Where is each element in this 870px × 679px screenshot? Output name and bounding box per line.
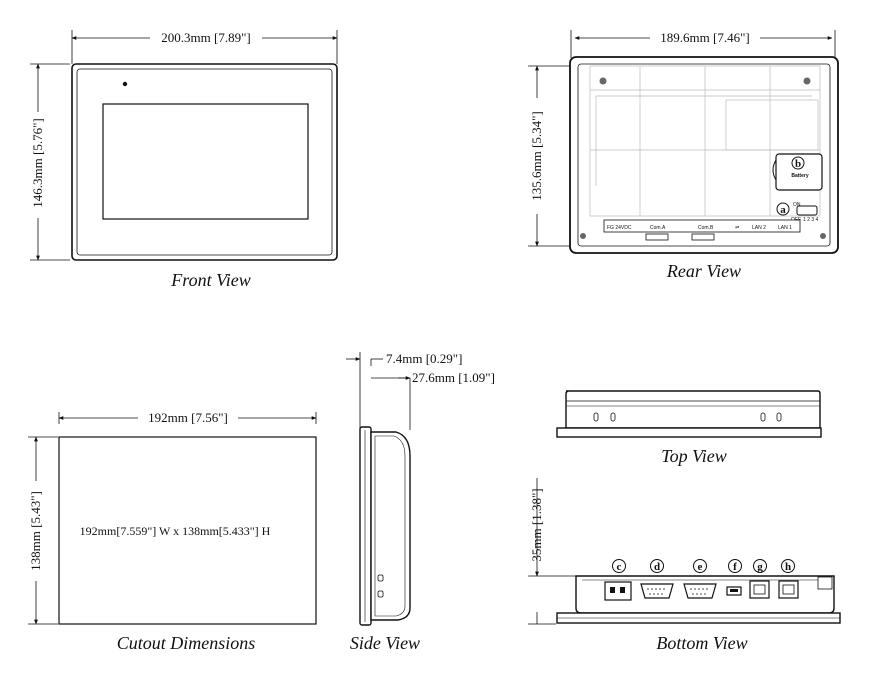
side-front-dim: 7.4mm [0.29"]	[386, 351, 462, 366]
cutout-rect	[58, 436, 317, 625]
cutout-width-dim: 192mm [7.56"]	[148, 410, 228, 425]
rear-view: 189.6mm [7.46"] 135.6mm [5.34"] b B	[528, 30, 839, 281]
front-caption: Front View	[170, 270, 251, 290]
side-housing	[370, 431, 411, 621]
front-height-dim: 146.3mm [5.76"]	[30, 118, 45, 207]
callout-d-icon: d	[650, 559, 664, 573]
usb-icon: ⇌	[735, 225, 739, 231]
svg-text:b: b	[795, 158, 801, 170]
battery-label: Battery	[791, 173, 808, 179]
rear-width-dim: 189.6mm [7.46"]	[660, 30, 749, 45]
svg-text:f: f	[733, 561, 737, 573]
bottom-caption: Bottom View	[656, 633, 747, 653]
rear-screw-icon	[803, 77, 811, 85]
rear-screw-icon	[820, 233, 826, 239]
callout-b-icon	[791, 156, 805, 170]
side-caption: Side View	[350, 633, 420, 653]
cutout-view: 192mm [7.56"] 138mm [5.43"] 192mm[7.559"…	[28, 410, 317, 653]
svg-text:ON: ON	[793, 202, 801, 208]
rear-screw-icon	[580, 233, 586, 239]
svg-text:FG 24VDC: FG 24VDC	[607, 225, 632, 231]
front-width-dim: 200.3mm [7.89"]	[161, 30, 250, 45]
lan1-port	[778, 580, 799, 599]
side-bezel	[359, 426, 372, 626]
svg-text:g: g	[757, 561, 763, 573]
top-housing	[565, 390, 821, 429]
dip-switch	[796, 205, 818, 216]
rear-height-dim: 135.6mm [5.34"]	[529, 111, 544, 200]
rear-screw-icon	[599, 77, 607, 85]
battery-cover	[775, 153, 823, 191]
bottom-height-dim: 35mm [1.38"]	[529, 488, 544, 561]
cutout-height-dim: 138mm [5.43"]	[28, 491, 43, 571]
callout-g-icon: g	[753, 559, 767, 573]
side-view: 7.4mm [0.29"] 27.6mm [1.09"] Side View	[346, 351, 495, 653]
svg-text:a: a	[780, 204, 786, 216]
top-bezel	[556, 427, 822, 438]
svg-text:e: e	[698, 561, 703, 573]
svg-text:1 2 3 4: 1 2 3 4	[803, 217, 819, 223]
cutout-caption: Cutout Dimensions	[117, 633, 256, 653]
cutout-spec: 192mm[7.559"] W x 138mm[5.433"] H	[80, 524, 271, 538]
power-terminal-port	[604, 581, 632, 601]
power-led-icon	[122, 81, 128, 87]
com-b-port	[683, 583, 717, 599]
callout-a-icon	[776, 202, 790, 216]
svg-text:LAN 1: LAN 1	[778, 225, 792, 231]
bottom-view: 35mm [1.38"] c d	[528, 478, 841, 653]
rear-caption: Rear View	[666, 261, 741, 281]
svg-text:Com.B: Com.B	[698, 225, 714, 231]
com-a-port	[640, 583, 674, 599]
side-depth-dim: 27.6mm [1.09"]	[412, 370, 495, 385]
lan2-port	[749, 580, 770, 599]
front-screen	[102, 103, 309, 220]
svg-text:d: d	[654, 561, 660, 573]
svg-text:h: h	[785, 561, 791, 573]
callout-c-icon: c	[612, 559, 626, 573]
top-view: Top View	[556, 390, 822, 466]
callout-h-icon: h	[781, 559, 795, 573]
svg-text:c: c	[617, 561, 622, 573]
rear-housing	[569, 56, 839, 254]
svg-text:Com.A: Com.A	[650, 225, 666, 231]
rear-port-strip	[603, 219, 801, 233]
callout-f-icon: f	[728, 559, 742, 573]
top-caption: Top View	[661, 446, 727, 466]
front-view: 200.3mm [7.89"] 146.3mm [5.76"] Front Vi…	[30, 30, 338, 290]
svg-text:LAN 2: LAN 2	[752, 225, 766, 231]
callout-e-icon: e	[693, 559, 707, 573]
